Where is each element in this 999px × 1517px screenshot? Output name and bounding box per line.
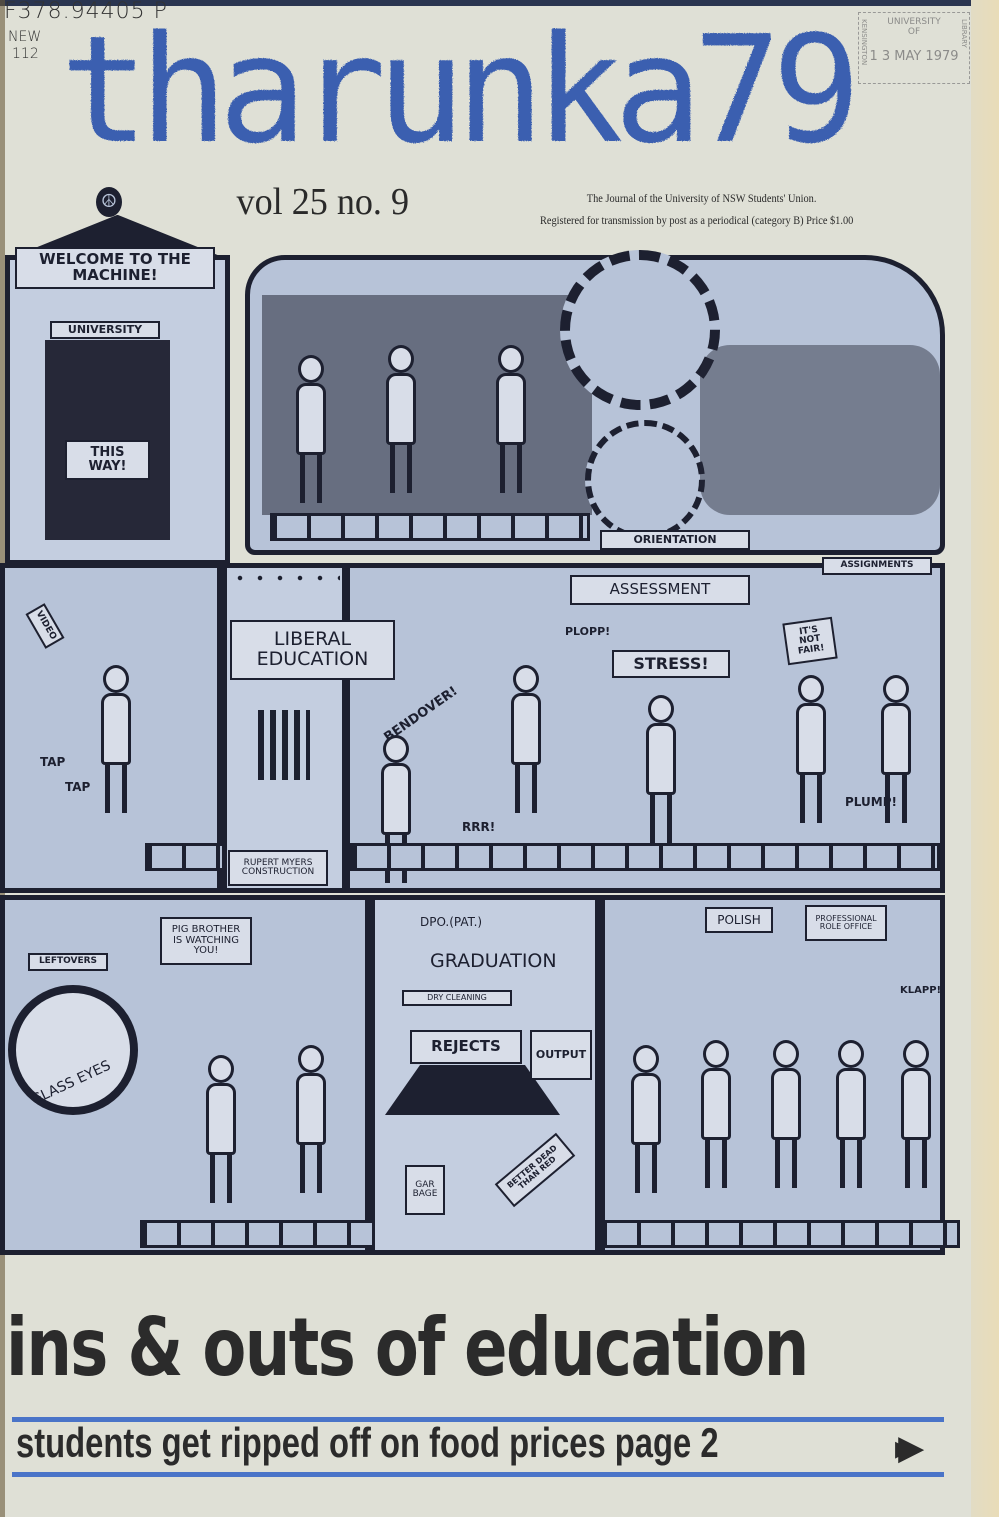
issue-number: vol 25 no. 9 — [236, 181, 410, 223]
masthead-title: tharunka79 — [60, 4, 861, 176]
stress-sign: STRESS! — [612, 650, 730, 678]
liberal-education-sign: LIBERAL EDUCATION — [230, 620, 395, 680]
sound-effect: PLUMP! — [845, 795, 897, 809]
registration-line: Registered for transmission by post as a… — [540, 215, 854, 227]
conveyor-belt — [270, 513, 590, 541]
handwritten-note: 112 — [12, 46, 39, 62]
sound-effect: TAP — [40, 755, 66, 769]
conveyor-belt — [140, 1220, 375, 1248]
cover-subhead: students get ripped off on food prices p… — [16, 1419, 719, 1466]
stamp-line: OF — [907, 27, 921, 37]
graduate-figure — [895, 1040, 935, 1190]
not-fair-placard: IT'S NOT FAIR! — [782, 616, 838, 666]
welcome-sign: WELCOME TO THE MACHINE! — [15, 247, 215, 289]
student-figure — [290, 355, 330, 505]
garbage-can: GAR BAGE — [405, 1165, 445, 1215]
student-figure — [875, 675, 915, 825]
student-figure — [505, 665, 545, 815]
stamp-date: 1 3 MAY 1979 — [869, 49, 959, 64]
student-figure — [200, 1055, 240, 1205]
graduate-figure — [765, 1040, 805, 1190]
machine-interior — [700, 345, 940, 515]
rejects-sign: REJECTS — [410, 1030, 522, 1064]
conveyor-belt — [600, 1220, 960, 1248]
graduate-figure — [830, 1040, 870, 1190]
assignments-sign: ASSIGNMENTS — [822, 557, 932, 575]
assessment-sign: ASSESSMENT — [570, 575, 750, 605]
blue-rule — [12, 1417, 944, 1422]
binding-edge — [0, 0, 999, 6]
journal-line: The Journal of the University of NSW Stu… — [586, 193, 817, 205]
rivets — [230, 575, 340, 581]
student-figure — [290, 1045, 330, 1195]
role-office-sign: PROFESSIONAL ROLE OFFICE — [805, 905, 887, 941]
polish-sign: POLISH — [705, 907, 773, 933]
protesting-student-figure — [790, 675, 830, 825]
peace-symbol-icon: ☮ — [96, 187, 122, 217]
cover-headline: ins & outs of education — [6, 1301, 809, 1394]
stamp-side: KENSINGTON — [860, 19, 868, 66]
student-figure — [490, 345, 530, 495]
sound-effect: RRR! — [462, 820, 496, 834]
gear-icon — [560, 250, 720, 410]
call-number: F378.94405 P — [4, 0, 168, 24]
graduate-figure — [625, 1045, 665, 1195]
dpo-label: DPO.(PAT.) — [420, 915, 483, 929]
double-arrow-icon: ▸▶ — [895, 1428, 924, 1468]
conveyor-belt — [145, 843, 225, 871]
output-sign: OUTPUT — [530, 1030, 592, 1080]
graduation-label: GRADUATION — [430, 950, 557, 972]
handwritten-note: NEW — [8, 29, 42, 45]
graduate-figure — [695, 1040, 735, 1190]
stamp-line: UNIVERSITY — [887, 17, 941, 27]
sound-effect: TAP — [65, 780, 91, 794]
sound-effect: KLAPP! — [900, 985, 942, 996]
student-figure — [380, 345, 420, 495]
gear-icon — [585, 420, 705, 540]
leftovers-sign: LEFTOVERS — [28, 953, 108, 971]
sound-effect: PLOPP! — [565, 625, 611, 638]
library-stamp: UNIVERSITY OF 1 3 MAY 1979 KENSINGTON LI… — [858, 12, 970, 84]
assessment-panel — [345, 563, 945, 893]
rupert-myers-sign: RUPERT MYERS CONSTRUCTION — [228, 850, 328, 886]
barred-window — [258, 710, 310, 780]
conveyor-belt — [350, 843, 940, 871]
page-edge-right — [971, 0, 999, 1517]
stamp-side: LIBRARY — [960, 19, 968, 48]
stressed-student-figure — [640, 695, 680, 845]
dry-cleaning-sign: DRY CLEANING — [402, 990, 512, 1006]
this-way-sign: THIS WAY! — [65, 440, 150, 480]
orientation-sign: ORIENTATION — [600, 530, 750, 550]
university-sign: UNIVERSITY — [50, 321, 160, 339]
cover-illustration: ☮ WELCOME TO THE MACHINE! UNIVERSITY THI… — [0, 187, 965, 1285]
publication-info: The Journal of the University of NSW Stu… — [540, 188, 853, 232]
blind-student-figure — [95, 665, 135, 815]
glass-eyes-wheel — [8, 985, 138, 1115]
blue-rule — [12, 1472, 944, 1477]
pig-brother-sign: PIG BROTHER IS WATCHING YOU! — [160, 917, 252, 965]
